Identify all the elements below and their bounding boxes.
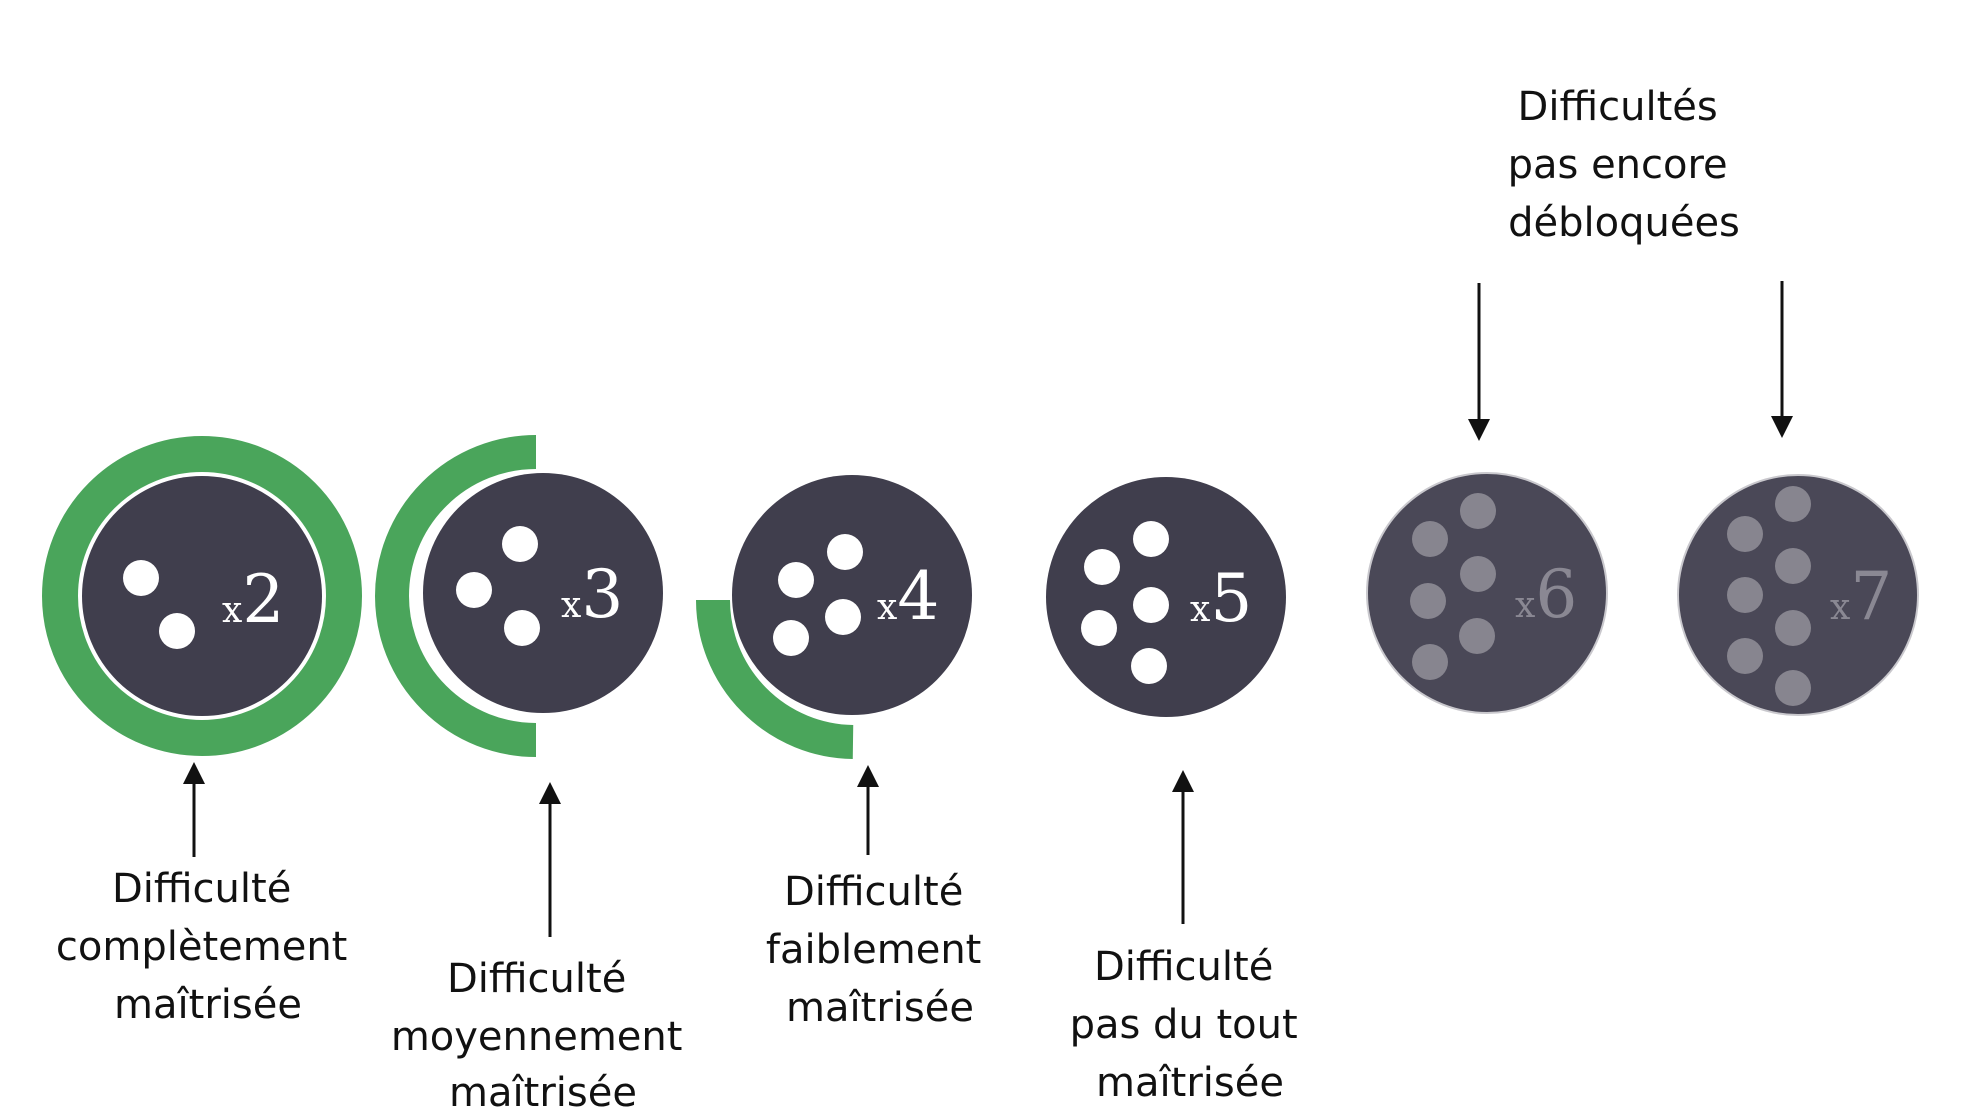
arrows <box>183 281 1793 937</box>
arrow-down-x7 <box>1771 281 1793 438</box>
multiplier-prefix: x <box>1190 589 1210 630</box>
caption-weak: Difficulté faiblement maîtrisée <box>766 869 994 1031</box>
caption-line: complètement <box>56 924 347 970</box>
badge-x3: x3 <box>375 435 663 757</box>
caption-line: Difficultés <box>1518 84 1718 130</box>
multiplier-prefix: x <box>222 590 242 631</box>
badge-dot <box>504 610 540 646</box>
badge-disc <box>423 473 663 713</box>
badge-dot <box>502 526 538 562</box>
caption-line: maîtrisée <box>786 985 974 1031</box>
multiplier-value: 6 <box>1535 556 1577 633</box>
badge-dot <box>1775 486 1811 522</box>
multiplier-value: 4 <box>897 558 939 635</box>
multiplier-prefix: x <box>877 587 897 628</box>
caption-line: maîtrisée <box>449 1070 637 1111</box>
caption-line: pas du tout <box>1070 1002 1298 1048</box>
progress-ring-half <box>375 435 537 757</box>
badge-dot <box>1727 638 1763 674</box>
badge-dot <box>1410 583 1446 619</box>
badge-x6-locked: x6 <box>1366 472 1608 714</box>
badge-dot <box>1133 587 1169 623</box>
caption-line: débloquées <box>1508 200 1740 246</box>
arrow-up-x3 <box>539 782 561 937</box>
arrow-down-x6 <box>1468 283 1490 441</box>
badge-dot <box>159 613 195 649</box>
multiplier-value: 5 <box>1210 560 1252 637</box>
badge-dot <box>456 572 492 608</box>
badge-dot <box>1727 516 1763 552</box>
arrow-up-x4 <box>857 765 879 855</box>
badge-multiplier: x4 <box>877 558 939 635</box>
caption-medium: Difficulté moyennement maîtrisée <box>391 956 695 1111</box>
caption-line: pas encore <box>1508 142 1728 188</box>
badge-dot <box>1727 577 1763 613</box>
caption-line: faiblement <box>766 927 981 973</box>
caption-none: Difficulté pas du tout maîtrisée <box>1070 944 1311 1106</box>
badge-multiplier: x5 <box>1190 560 1252 637</box>
badge-dot <box>773 620 809 656</box>
badge-dot <box>1084 549 1120 585</box>
badge-dot <box>1460 493 1496 529</box>
caption-line: Difficulté <box>447 956 626 1002</box>
caption-complete: Difficulté complètement maîtrisée <box>56 866 360 1028</box>
badge-multiplier: x6 <box>1515 556 1577 633</box>
caption-locked: Difficultés pas encore débloquées <box>1508 84 1741 246</box>
multiplier-prefix: x <box>1830 587 1850 628</box>
arrow-up-x2 <box>183 762 205 857</box>
badge-dot <box>1775 670 1811 706</box>
multiplier-prefix: x <box>561 585 581 626</box>
caption-line: moyennement <box>391 1014 683 1060</box>
caption-line: Difficulté <box>1094 944 1273 990</box>
badge-dot <box>1133 521 1169 557</box>
badge-dot <box>1460 556 1496 592</box>
caption-line: maîtrisée <box>114 982 302 1028</box>
badge-dot <box>1459 618 1495 654</box>
multiplier-value: 7 <box>1850 558 1892 635</box>
multiplier-value: 3 <box>581 556 623 633</box>
badge-dot <box>1412 521 1448 557</box>
progress-ring-full <box>42 436 362 756</box>
progress-ring-quarter <box>696 599 854 759</box>
caption-line: Difficulté <box>112 866 291 912</box>
multiplier-prefix: x <box>1515 585 1535 626</box>
badge-disc <box>82 476 322 716</box>
badge-x4: x4 <box>696 475 972 759</box>
badge-dot <box>1131 648 1167 684</box>
badge-multiplier: x3 <box>561 556 623 633</box>
caption-line: maîtrisée <box>1096 1060 1284 1106</box>
badge-dot <box>778 562 814 598</box>
badge-dot <box>123 560 159 596</box>
arrow-up-x5 <box>1172 770 1194 924</box>
badge-dot <box>827 534 863 570</box>
badge-dot <box>1412 644 1448 680</box>
badge-multiplier: x7 <box>1830 558 1892 635</box>
badge-x5: x5 <box>1046 477 1286 717</box>
badge-dot <box>1081 610 1117 646</box>
badge-multiplier: x2 <box>222 561 284 638</box>
multiplier-value: 2 <box>242 561 284 638</box>
caption-line: Difficulté <box>784 869 963 915</box>
badge-dot <box>825 599 861 635</box>
badge-x2: x2 <box>42 436 362 756</box>
badge-x7-locked: x7 <box>1677 474 1919 716</box>
badge-dot <box>1775 610 1811 646</box>
badge-dot <box>1775 548 1811 584</box>
